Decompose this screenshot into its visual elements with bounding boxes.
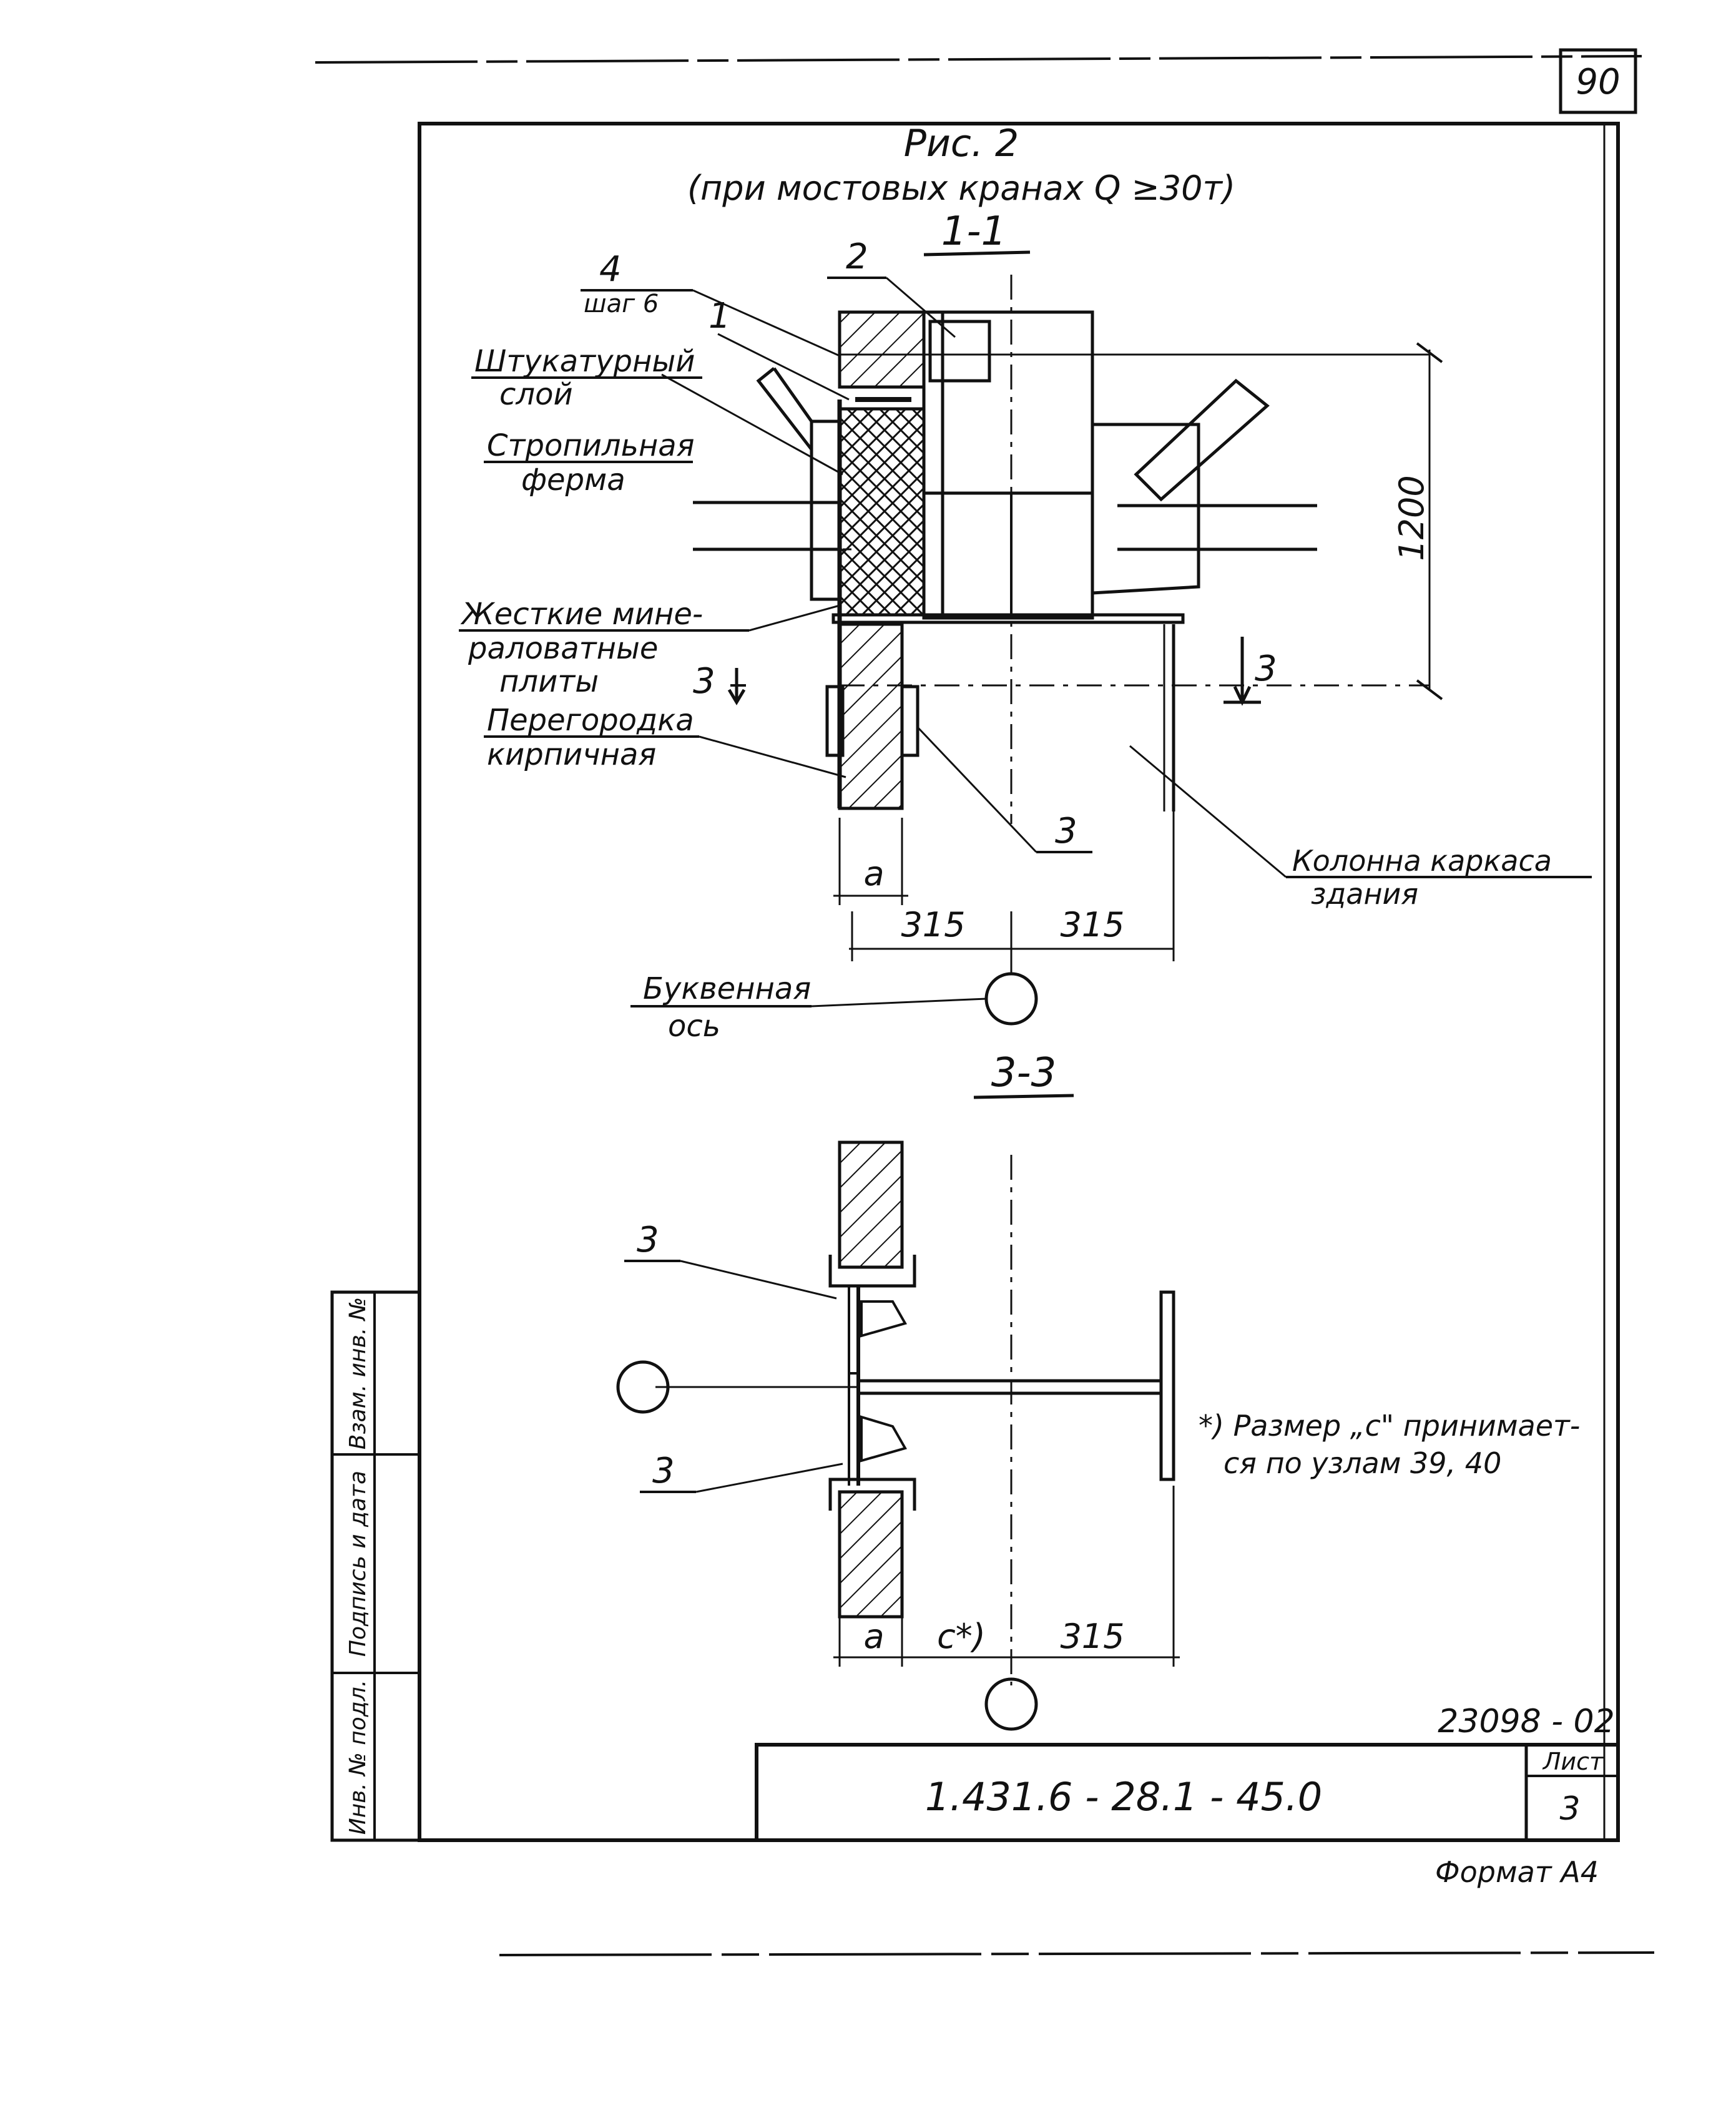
stamp-replace-inv: Взам. инв. № [345, 1297, 371, 1449]
sheet-number: 3 [1559, 1790, 1580, 1828]
label-partition-2: кирпичная [487, 737, 656, 772]
dim-c: c*) [937, 1617, 986, 1656]
page-number: 90 [1576, 62, 1620, 102]
figure-subtitle: (при мостовых кранах Q ≥30т) [687, 169, 1235, 208]
label-mineral-2: раловатные [468, 631, 658, 666]
section-1-1-drawing: 1200 a 315 315 [693, 275, 1443, 1026]
callout-3: 3 [1055, 811, 1077, 851]
dim-315-left: 315 [901, 905, 965, 944]
callout-3-bottom: 3 [652, 1451, 675, 1491]
label-mineral-3: плиты [499, 664, 599, 699]
dim-315-3-3: 315 [1060, 1617, 1124, 1656]
label-axis-2: ось [668, 1009, 720, 1044]
label-mineral-1: Жесткие мине- [460, 597, 703, 632]
section-mark-3-right: 3 [1255, 649, 1277, 689]
note-line-2: ся по узлам 39, 40 [1224, 1446, 1501, 1480]
page-number-box: 90 [1559, 48, 1637, 114]
label-axis-1: Буквенная [643, 971, 811, 1006]
archive-number: 23098 - 02 [1438, 1703, 1614, 1740]
section-1-1-label: 1-1 [941, 208, 1007, 255]
section-3-3-callouts: 3 3 *) Размер „c" принимает- ся по узлам… [624, 1220, 1580, 1493]
stamp-signature: Подпись и дата [345, 1471, 371, 1657]
label-plaster-1: Штукатурный [474, 344, 695, 379]
label-column-1: Колонна каркаса [1292, 844, 1552, 878]
label-truss-1: Стропильная [487, 428, 695, 463]
sheet-label: Лист [1542, 1748, 1604, 1775]
label-truss-2: ферма [521, 463, 625, 498]
note-line-1: *) Размер „c" принимает- [1199, 1409, 1580, 1443]
dim-a-2: a [863, 1617, 884, 1656]
title-block: 23098 - 02 1.431.6 - 28.1 - 45.0 Лист 3 … [755, 1703, 1620, 1889]
dim-315-right: 315 [1060, 905, 1124, 944]
stamp-inv-no: Инв. № подл. [345, 1680, 371, 1835]
label-partition-1: Перегородка [487, 703, 694, 738]
side-stamp: Инв. № подл. Подпись и дата Взам. инв. № [330, 1290, 421, 1842]
callout-1: 1 [709, 296, 731, 336]
callout-2: 2 [846, 237, 868, 277]
designation: 1.431.6 - 28.1 - 45.0 [925, 1774, 1322, 1820]
section-3-3-label: 3-3 [991, 1050, 1057, 1096]
section-3-3-drawing: a c*) 315 [616, 1140, 1180, 1731]
format-label: Формат А4 [1435, 1855, 1599, 1889]
label-column-2: здания [1311, 877, 1418, 911]
callout-3-top: 3 [637, 1220, 659, 1260]
section-mark-3-left: 3 [693, 661, 715, 702]
callout-4-note: шаг 6 [584, 290, 659, 318]
figure-title: Рис. 2 [904, 122, 1019, 165]
dim-1200: 1200 [1392, 475, 1431, 561]
sheet-frame [315, 55, 1655, 1956]
dim-a-1: a [863, 854, 884, 893]
section-1-1-callouts: 2 4 шаг 6 1 Штукатурный слой Стропильная… [459, 237, 1592, 1044]
callout-4: 4 [599, 249, 622, 290]
label-plaster-2: слой [499, 377, 573, 412]
